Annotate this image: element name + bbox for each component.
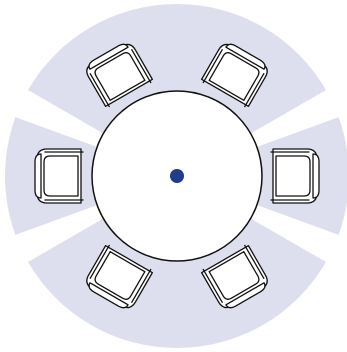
center-point-marker — [170, 169, 184, 183]
chair-left — [35, 149, 83, 203]
chair-right — [271, 149, 319, 203]
